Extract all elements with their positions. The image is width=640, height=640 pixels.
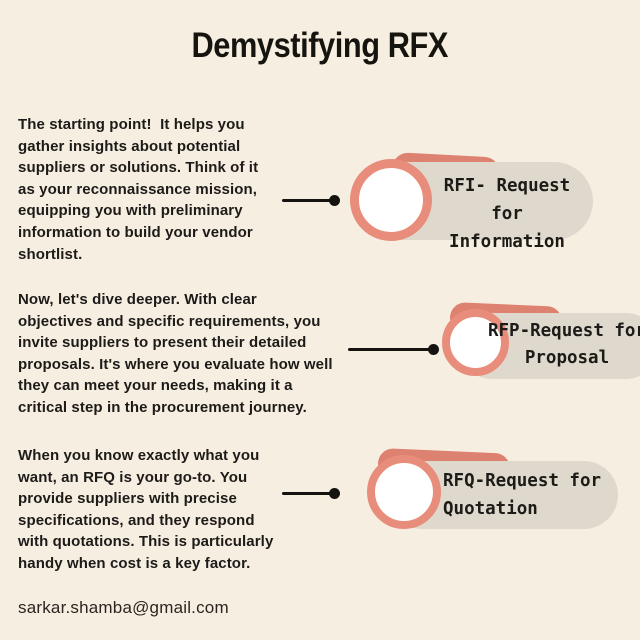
pill-label-line1: RFI- Request for — [443, 176, 571, 224]
pill-label-line1: RFQ-Request for — [443, 471, 602, 491]
pill-label-line1: RFP-Request for — [487, 321, 640, 341]
pill-label-line2: Proposal — [524, 348, 610, 368]
node-circle — [367, 455, 441, 529]
pill-label-line2: Quotation — [443, 499, 538, 519]
connector-dot — [329, 488, 340, 499]
connector-dot — [329, 195, 340, 206]
connector-dot — [428, 344, 439, 355]
node-circle — [442, 309, 509, 376]
pill-label-line2: Information — [449, 232, 565, 252]
connector-line — [282, 492, 336, 495]
rfq-pill-label: RFQ-Request for Quotation — [443, 467, 623, 523]
node-circle — [350, 159, 432, 241]
page-title: Demystifying RFX — [191, 26, 449, 65]
rfi-pill-label: RFI- Request for Information — [424, 172, 590, 256]
rfq-description: When you know exactly what you want, an … — [18, 447, 274, 572]
rfp-description: Now, let's dive deeper. With clear objec… — [18, 291, 333, 416]
rfp-pill-label: RFP-Request for Proposal — [481, 318, 640, 372]
contact-email: sarkar.shamba@gmail.com — [18, 598, 229, 617]
connector-line — [282, 199, 336, 202]
rfi-description: The starting point! It helps you gather … — [18, 116, 259, 263]
connector-line — [348, 348, 433, 351]
